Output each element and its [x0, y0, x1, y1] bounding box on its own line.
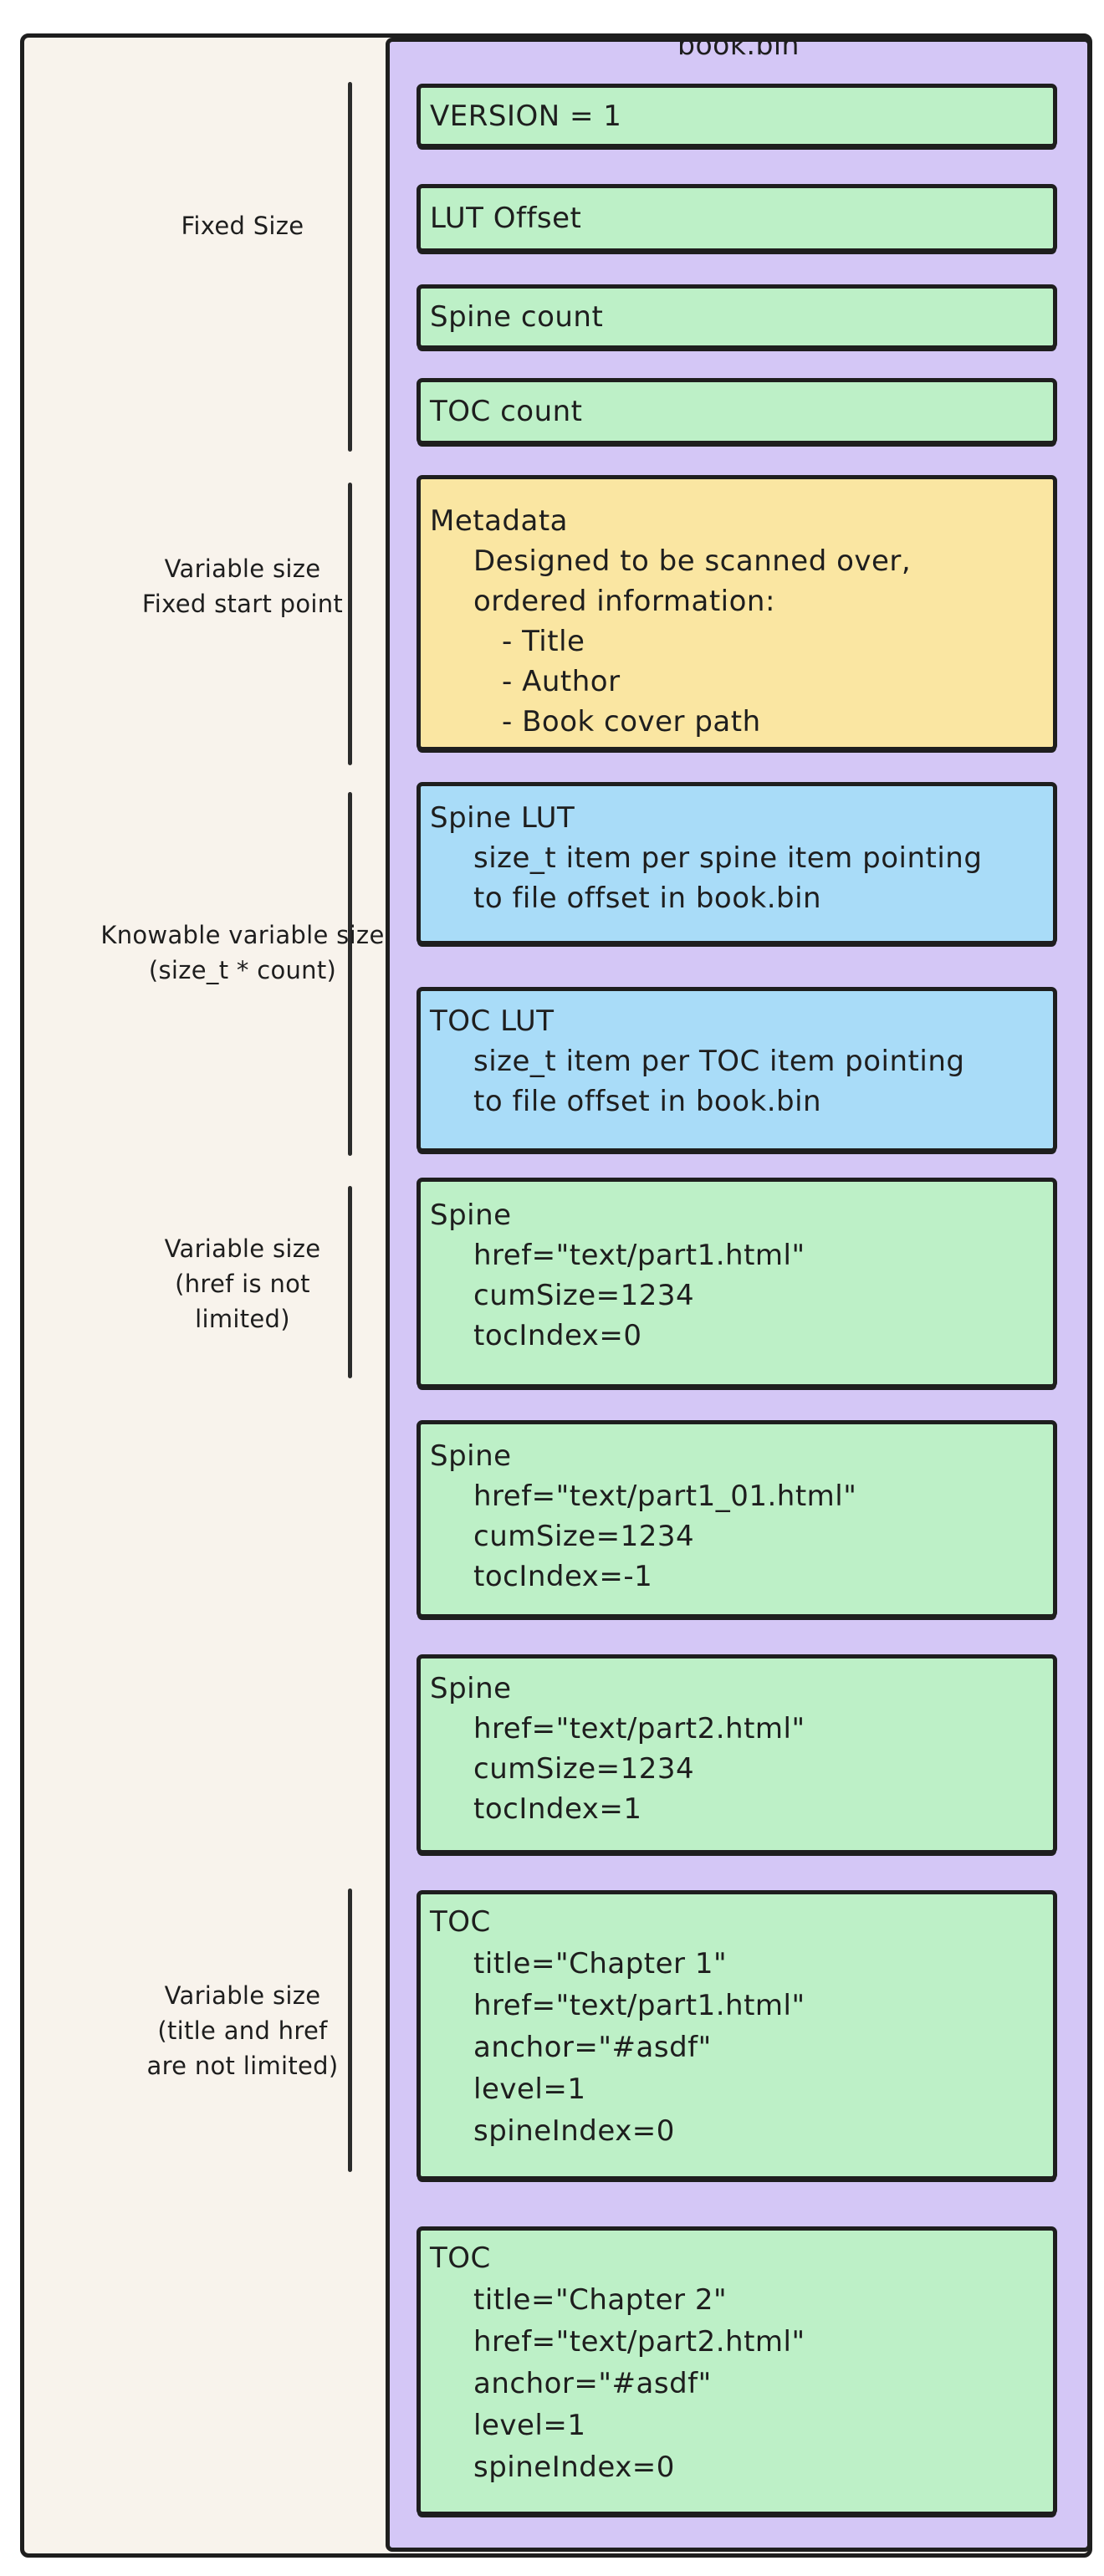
size-label-line: Variable size [164, 1234, 321, 1263]
box-line: tocIndex=1 [473, 1792, 642, 1826]
box-header: Spine [430, 1199, 512, 1232]
box-line: Designed to be scanned over, [473, 544, 912, 578]
size-label-line: (href is not [175, 1270, 310, 1298]
size-label-fixed: Fixed Size [84, 208, 401, 243]
box-line: - Book cover path [502, 705, 761, 739]
box-line: to file offset in book.bin [473, 1085, 822, 1118]
box-line: anchor="#asdf" [473, 2031, 712, 2064]
box-line: cumSize=1234 [473, 1520, 695, 1553]
spine-entry-box-3: Spine href="text/part2.html" cumSize=123… [417, 1654, 1057, 1854]
size-label-line: Knowable variable size [100, 921, 385, 949]
box-header: Spine [430, 1439, 512, 1473]
box-line: cumSize=1234 [473, 1279, 695, 1312]
box-line: spineIndex=0 [473, 2451, 675, 2484]
field-lut-offset-box: LUT Offset [417, 184, 1057, 253]
box-line: href="text/part2.html" [473, 1712, 805, 1745]
box-line: cumSize=1234 [473, 1752, 695, 1786]
box-header: Spine LUT [430, 801, 575, 835]
box-header: Spine [430, 1672, 512, 1705]
metadata-box: Metadata Designed to be scanned over, or… [417, 475, 1057, 751]
field-spine-count-box: Spine count [417, 284, 1057, 350]
box-line: size_t item per TOC item pointing [473, 1045, 965, 1078]
field-text: TOC count [430, 395, 583, 428]
size-label-line: Fixed start point [141, 590, 344, 618]
box-line: title="Chapter 2" [473, 2283, 728, 2317]
toc-lut-box: TOC LUT size_t item per TOC item pointin… [417, 987, 1057, 1153]
box-line: href="text/part1.html" [473, 1989, 805, 2022]
bracket-variable-href [348, 1186, 352, 1378]
bracket-fixed-size [348, 82, 352, 452]
field-text: Spine count [430, 300, 604, 334]
size-label-variable-href: Variable size (href is not limited) [84, 1231, 401, 1337]
box-line: anchor="#asdf" [473, 2367, 712, 2400]
spine-entry-box-2: Spine href="text/part1_01.html" cumSize=… [417, 1420, 1057, 1618]
file-title: book.bin [677, 28, 800, 61]
spine-entry-box-1: Spine href="text/part1.html" cumSize=123… [417, 1178, 1057, 1388]
size-label-variable-fixed-start: Variable size Fixed start point [84, 551, 401, 621]
size-label-line: (title and href [157, 2016, 328, 2045]
box-line: ordered information: [473, 585, 775, 618]
size-label-line: Variable size [164, 1981, 321, 2010]
size-label-knowable-variable: Knowable variable size (size_t * count) [84, 917, 401, 988]
toc-entry-box-1: TOC title="Chapter 1" href="text/part1.h… [417, 1890, 1057, 2180]
box-line: size_t item per spine item pointing [473, 841, 983, 875]
bracket-knowable-variable [348, 792, 352, 1156]
field-toc-count-box: TOC count [417, 378, 1057, 445]
field-version-box: VERSION = 1 [417, 84, 1057, 148]
box-line: level=1 [473, 2073, 586, 2106]
box-line: spineIndex=0 [473, 2114, 675, 2148]
box-line: href="text/part1.html" [473, 1239, 805, 1272]
box-line: to file offset in book.bin [473, 882, 822, 915]
field-text: VERSION = 1 [430, 99, 622, 133]
box-line: level=1 [473, 2409, 586, 2442]
size-label-line: Fixed Size [181, 212, 304, 240]
box-line: href="text/part1_01.html" [473, 1480, 857, 1513]
box-line: - Title [502, 625, 585, 658]
box-line: href="text/part2.html" [473, 2325, 805, 2359]
size-label-line: Variable size [164, 555, 321, 583]
size-label-line: are not limited) [146, 2052, 339, 2080]
box-line: tocIndex=-1 [473, 1560, 653, 1593]
box-line: - Author [502, 665, 621, 698]
box-header: TOC [430, 1905, 491, 1939]
size-label-line: (size_t * count) [148, 956, 337, 984]
bracket-variable-fixed-start [348, 483, 352, 765]
box-line: title="Chapter 1" [473, 1947, 728, 1981]
box-header: TOC LUT [430, 1004, 555, 1038]
toc-entry-box-2: TOC title="Chapter 2" href="text/part2.h… [417, 2226, 1057, 2516]
box-line: tocIndex=0 [473, 1319, 642, 1352]
box-header: TOC [430, 2241, 491, 2275]
box-header: Metadata [430, 504, 569, 538]
spine-lut-box: Spine LUT size_t item per spine item poi… [417, 782, 1057, 945]
field-text: LUT Offset [430, 202, 582, 235]
size-label-variable-title-href: Variable size (title and href are not li… [84, 1978, 401, 2083]
bracket-variable-title-href [348, 1889, 352, 2172]
size-label-line: limited) [195, 1305, 290, 1333]
